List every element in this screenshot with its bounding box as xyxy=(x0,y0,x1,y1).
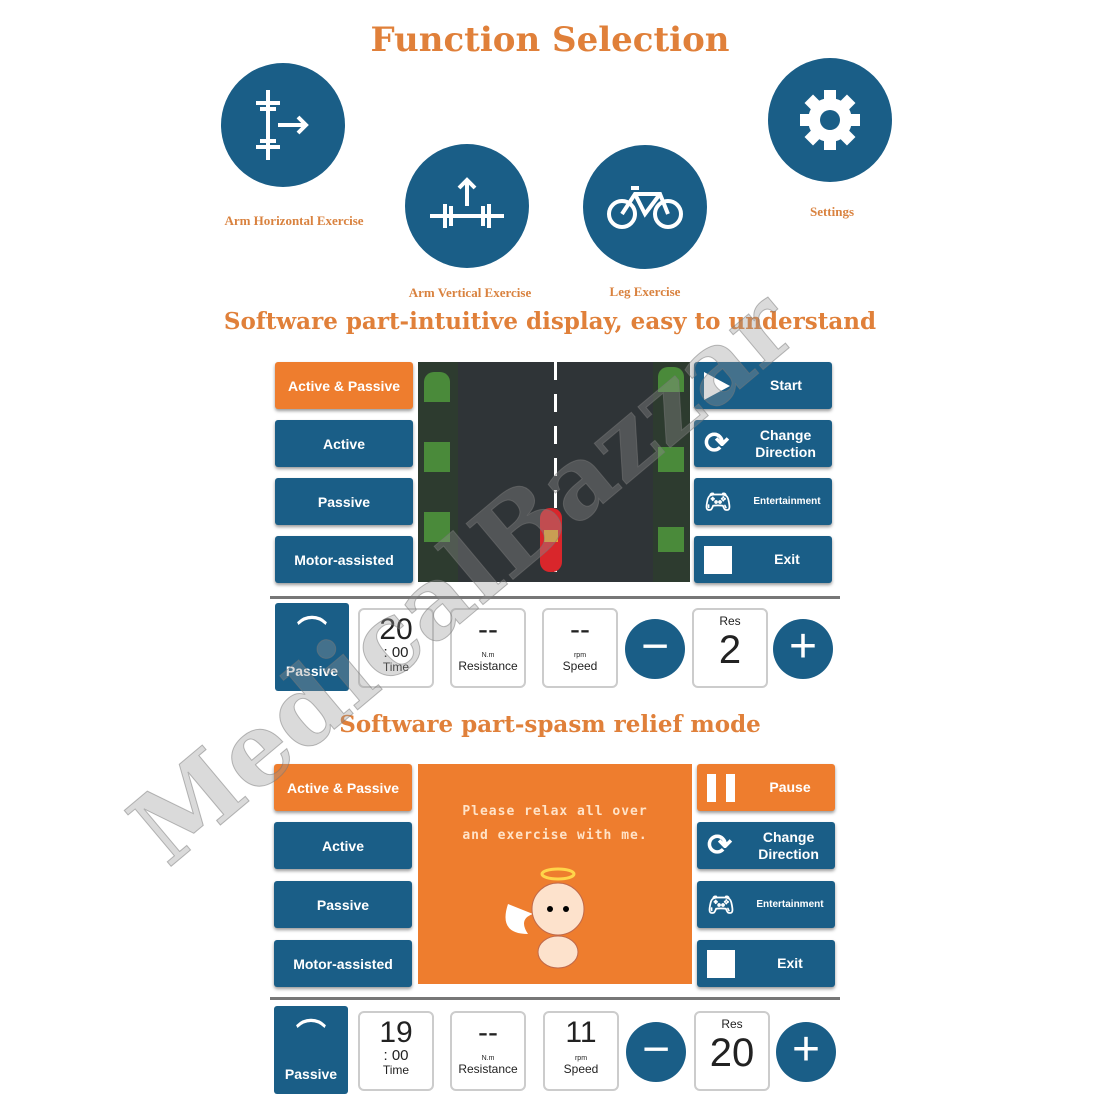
mode-active-passive[interactable]: Active & Passive xyxy=(274,764,412,811)
mode-passive[interactable]: Passive xyxy=(275,478,413,525)
entertainment-button[interactable]: 🎮︎Entertainment xyxy=(694,478,832,525)
function-label: Arm Vertical Exercise xyxy=(408,285,532,300)
increase-resistance-button[interactable]: + xyxy=(776,1022,836,1082)
function-label: Settings xyxy=(809,204,855,219)
function-label: Arm Horizontal Exercise xyxy=(224,213,364,228)
exit-button[interactable]: Exit xyxy=(694,536,832,583)
decrease-resistance-button[interactable]: − xyxy=(626,1022,686,1082)
mode-active[interactable]: Active xyxy=(274,822,412,869)
function-arm-horizontal[interactable] xyxy=(221,63,345,187)
pause-icon xyxy=(707,773,735,802)
stop-icon xyxy=(707,949,735,978)
arm-vertical-icon xyxy=(430,177,504,228)
function-leg[interactable] xyxy=(583,145,707,269)
mode-active-passive[interactable]: Active & Passive xyxy=(275,362,413,409)
direction-mode-button[interactable]: ⌒Passive xyxy=(275,603,349,691)
change-direction-button[interactable]: ⟳Change Direction xyxy=(694,420,832,467)
function-label: Leg Exercise xyxy=(609,284,681,299)
gear-icon xyxy=(800,90,860,150)
gamepad-icon: 🎮︎ xyxy=(704,488,732,514)
function-settings[interactable] xyxy=(768,58,892,182)
bicycle-icon xyxy=(607,186,683,229)
mode-motor-assisted[interactable]: Motor-assisted xyxy=(274,940,412,987)
gamepad-icon: 🎮︎ xyxy=(707,891,735,917)
direction-mode-button[interactable]: ⌒Passive xyxy=(274,1006,348,1094)
entertainment-button[interactable]: 🎮︎Entertainment xyxy=(697,881,835,928)
spasm-relief-view: Please relax all over and exercise with … xyxy=(418,764,692,984)
mode-active[interactable]: Active xyxy=(275,420,413,467)
refresh-icon: ⟳ xyxy=(704,427,730,460)
arm-horizontal-icon xyxy=(256,90,309,160)
car-icon xyxy=(540,508,562,572)
play-icon xyxy=(704,371,730,400)
mode-motor-assisted[interactable]: Motor-assisted xyxy=(275,536,413,583)
decrease-resistance-button[interactable]: − xyxy=(625,619,685,679)
increase-resistance-button[interactable]: + xyxy=(773,619,833,679)
function-arm-vertical[interactable] xyxy=(405,144,529,268)
section-heading: Software part-spasm relief mode xyxy=(339,711,761,738)
angel-baby-icon xyxy=(505,867,585,969)
exit-button[interactable]: Exit xyxy=(697,940,835,987)
divider xyxy=(270,997,840,1000)
stop-icon xyxy=(704,545,732,574)
road-game-view xyxy=(418,362,690,582)
curved-arrow-icon: ⌒ xyxy=(296,1019,326,1052)
start-button[interactable]: Start xyxy=(694,362,832,409)
mode-passive[interactable]: Passive xyxy=(274,881,412,928)
relax-message: Please relax all over and exercise with … xyxy=(462,804,648,843)
refresh-icon: ⟳ xyxy=(707,829,733,862)
change-direction-button[interactable]: ⟳Change Direction xyxy=(697,822,835,869)
section-heading: Software part-intuitive display, easy to… xyxy=(223,308,877,335)
divider xyxy=(270,596,840,599)
curved-arrow-icon: ⌒ xyxy=(297,616,327,649)
page-title: Function Selection xyxy=(370,20,730,60)
pause-button[interactable]: Pause xyxy=(697,764,835,811)
